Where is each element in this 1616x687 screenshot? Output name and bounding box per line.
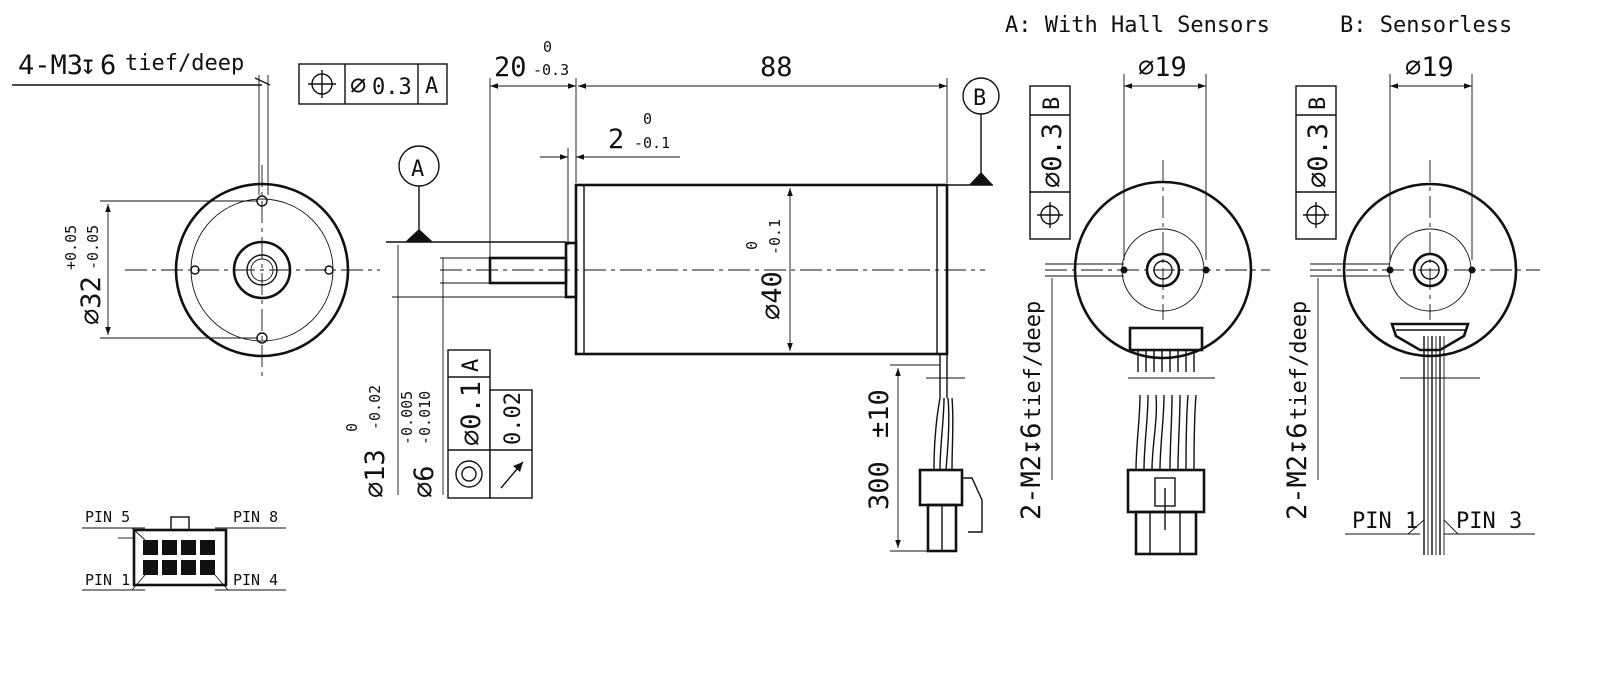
lead-wires xyxy=(918,354,983,553)
position-tolerance-value: 0.3 xyxy=(372,75,412,100)
rear-view-hall-title: A: With Hall Sensors xyxy=(1005,13,1270,38)
hall-bolt-circle-dimension: ⌀19 xyxy=(1123,52,1207,260)
thread-suffix-label: tief/deep xyxy=(125,51,244,76)
diameter-32-tol-lower: -0.05 xyxy=(84,225,102,270)
rear-view-sensorless: B: Sensorless ⌀19 B ⌀0.3 xyxy=(1282,13,1540,555)
hall-cable-assembly xyxy=(1126,326,1215,556)
depth-symbol: ↧ xyxy=(80,50,96,81)
hall-thread-suffix: tief/deep xyxy=(1021,301,1046,420)
hall-thread-callout: 2-M2↧6 tief/deep xyxy=(1016,301,1047,520)
pilot-diameter-label: ⌀13 xyxy=(360,449,391,498)
pilot-tol-upper: 0 xyxy=(343,423,361,432)
connector-latch xyxy=(170,516,190,531)
sensorless-rear-outline xyxy=(1342,182,1518,358)
sensorless-position-frame: B ⌀0.3 xyxy=(1295,85,1337,240)
diameter-40-label: ⌀40 xyxy=(757,271,788,320)
sensorless-position-tolerance: ⌀0.3 xyxy=(1303,123,1334,188)
connector-pins xyxy=(143,540,215,575)
thread-depth-label: 6 xyxy=(100,50,116,81)
diameter-40-tol-upper: 0 xyxy=(743,241,761,250)
diameter-symbol: ⌀ xyxy=(350,70,366,101)
pilot-shaft-diameter-dimensions: ⌀13 0 -0.02 ⌀6 -0.005 -0.010 xyxy=(343,245,566,498)
pin4-label: PIN 4 xyxy=(233,571,278,589)
flange-length-dimension: 2 0 -0.1 xyxy=(540,110,680,245)
body-length-dimension: 88 xyxy=(578,52,948,183)
side-view: 20 0 -0.3 88 2 0 -0.1 B A xyxy=(343,38,1000,553)
sensorless-bolt-circle-label: ⌀19 xyxy=(1405,52,1454,83)
pin8-label: PIN 8 xyxy=(233,508,278,526)
sensorless-thread-callout: 2-M2↧6 tief/deep xyxy=(1282,301,1313,520)
flange-length-tol-lower: -0.1 xyxy=(634,134,670,152)
lead-length-tol-label: ±10 xyxy=(864,389,895,438)
position-frame-front: ⌀ 0.3 A xyxy=(298,63,448,105)
position-datum-label: A xyxy=(425,74,438,99)
shaft-length-tol-lower: -0.3 xyxy=(533,61,569,79)
lead-length-dimension: 300 ±10 xyxy=(864,364,940,552)
pin1-label: PIN 1 xyxy=(85,571,130,589)
sensorless-thread-label: 2-M2↧6 xyxy=(1282,422,1313,520)
concentricity-tolerance-label: ⌀0.1 xyxy=(456,381,487,446)
thread-callout-front: 4-M3 ↧ 6 tief/deep xyxy=(12,50,271,195)
sensorless-position-symbol-icon xyxy=(1303,202,1329,228)
rear-cap xyxy=(936,184,948,355)
sensorless-position-datum: B xyxy=(1306,97,1331,110)
hall-position-frame: B ⌀0.3 xyxy=(1029,85,1071,240)
hall-position-tolerance: ⌀0.3 xyxy=(1037,123,1068,188)
lead-connector-body xyxy=(918,468,964,507)
sensorless-pin1-label: PIN 1 xyxy=(1352,509,1418,534)
connector-housing xyxy=(132,528,228,587)
runout-arrow-icon xyxy=(500,461,524,489)
shaft-tol-lower: -0.010 xyxy=(416,391,434,445)
rear-view-sensorless-title: B: Sensorless xyxy=(1340,13,1512,38)
shaft-tol-upper: -0.005 xyxy=(398,391,416,445)
thread-spec-label: 4-M3 xyxy=(18,50,83,81)
rear-view-hall: A: With Hall Sensors ⌀19 B ⌀0.3 xyxy=(1005,13,1270,556)
diameter-32-tol-upper: +0.05 xyxy=(62,225,80,270)
datum-a-marker: A xyxy=(386,145,566,243)
concentricity-datum-label: A xyxy=(459,359,484,372)
concentricity-symbol-icon xyxy=(455,460,483,488)
diameter-40-dimension: ⌀40 0 -0.1 xyxy=(743,188,793,351)
shaft-length-dimension: 20 0 -0.3 xyxy=(489,38,577,262)
geometric-tolerance-frames: A ⌀0.1 0.02 xyxy=(447,349,533,499)
sensorless-pin-labels: PIN 1 PIN 3 xyxy=(1345,509,1535,535)
hall-thread-label: 2-M2↧6 xyxy=(1016,422,1047,520)
front-view: 4-M3 ↧ 6 tief/deep ⌀ 0.3 A xyxy=(12,50,448,380)
sensorless-pin3-label: PIN 3 xyxy=(1456,509,1522,534)
sensorless-bolt-circle-dimension: ⌀19 xyxy=(1389,52,1473,260)
position-symbol-icon xyxy=(308,70,336,98)
pin5-label: PIN 5 xyxy=(85,508,130,526)
diameter-32-dimension: ⌀32 +0.05 -0.05 xyxy=(62,200,258,339)
shaft-length-tol-upper: 0 xyxy=(543,38,552,56)
motor-body xyxy=(574,183,949,356)
hall-bolt-circle-label: ⌀19 xyxy=(1138,52,1187,83)
output-shaft xyxy=(488,256,568,285)
runout-tolerance-label: 0.02 xyxy=(501,392,526,445)
diameter-40-tol-lower: -0.1 xyxy=(766,219,784,255)
shaft-length-label: 20 xyxy=(494,52,527,83)
diameter-32-label: ⌀32 xyxy=(76,276,107,325)
body-length-label: 88 xyxy=(760,52,793,83)
connector-pinout: PIN 5 PIN 8 PIN 1 PIN 4 xyxy=(82,508,286,591)
datum-b-label: B xyxy=(973,86,986,111)
sensorless-cable-assembly xyxy=(1390,322,1480,555)
flange-length-label: 2 xyxy=(608,124,624,155)
shaft-diameter-label: ⌀6 xyxy=(409,465,440,498)
pilot-tol-lower: -0.02 xyxy=(366,385,384,430)
sensorless-thread-suffix: tief/deep xyxy=(1287,301,1312,420)
datum-a-label: A xyxy=(411,157,424,182)
hall-position-symbol-icon xyxy=(1037,202,1063,228)
datum-b-marker: B xyxy=(947,77,1000,186)
hall-position-datum: B xyxy=(1040,97,1065,110)
flange-length-tol-upper: 0 xyxy=(643,110,652,128)
lead-length-label: 300 xyxy=(864,461,895,510)
